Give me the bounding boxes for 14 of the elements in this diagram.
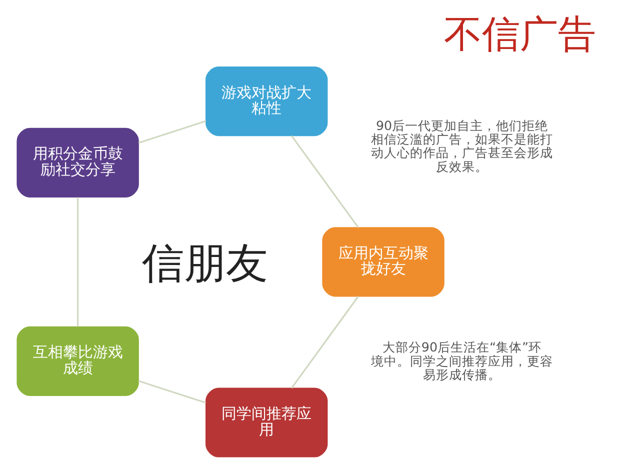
node-box: 游戏对战扩大粘性 bbox=[204, 66, 328, 136]
label: 90后一代更加自主，他们拒绝相信泛滥的广告，如果不是能打动人心的作品，广告甚至会形成反效果。 bbox=[370, 118, 553, 174]
connector bbox=[290, 135, 358, 228]
node-box: 用积分金币鼓励社交分享 bbox=[16, 128, 138, 198]
label: 不信广告 bbox=[443, 12, 596, 56]
connector bbox=[138, 120, 206, 144]
connector bbox=[290, 296, 358, 389]
node-box: 应用内互动聚拢好友 bbox=[322, 227, 444, 297]
connector bbox=[76, 197, 78, 327]
label: 大部分90后生活在“集体”环境中。同学之间推荐应用，更容易形成传播。 bbox=[370, 340, 553, 382]
node-box: 同学间推荐应用 bbox=[204, 388, 328, 458]
label: 信朋友 bbox=[141, 238, 268, 288]
connector bbox=[138, 380, 206, 404]
node-box: 互相攀比游戏成绩 bbox=[16, 326, 138, 396]
